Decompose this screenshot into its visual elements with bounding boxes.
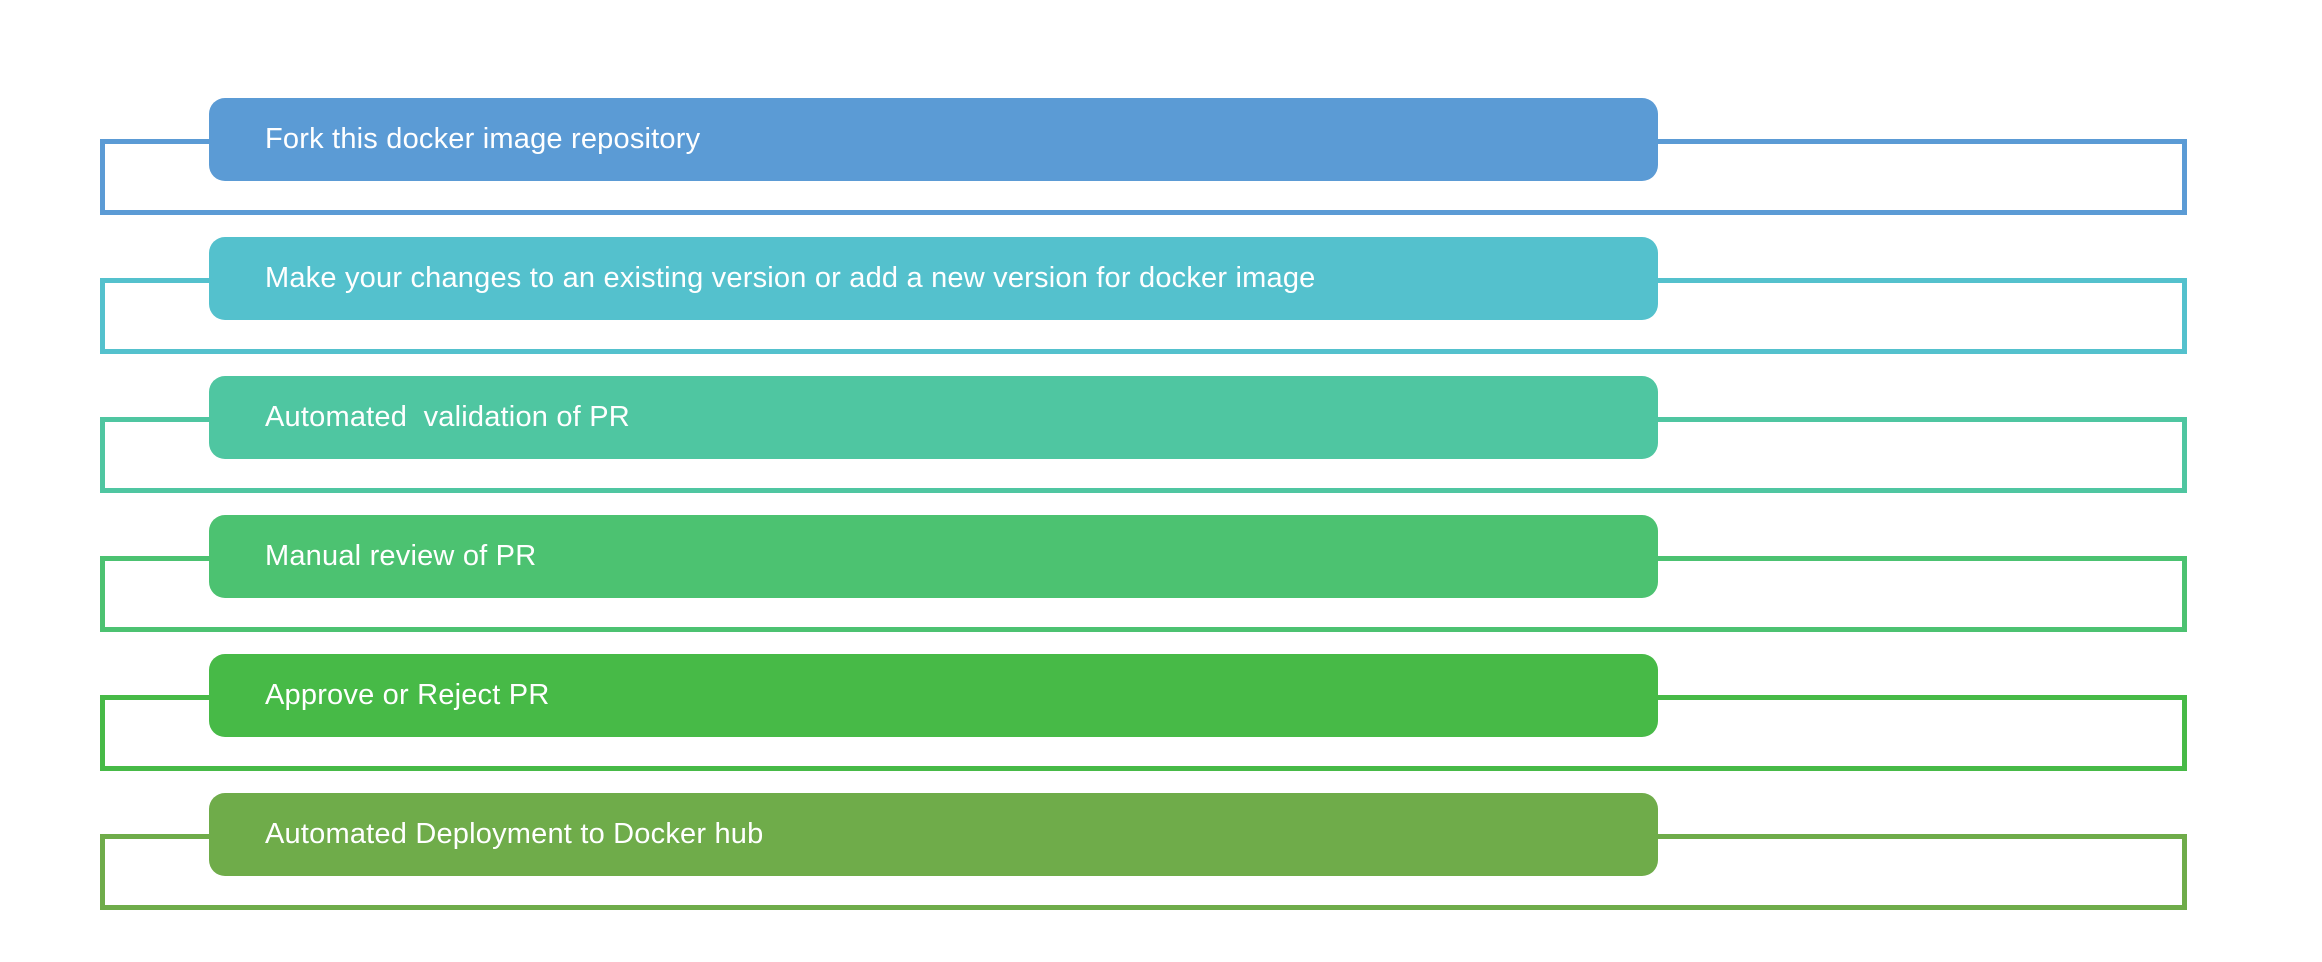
- step-bar: Make your changes to an existing version…: [209, 237, 1658, 320]
- step-bar: Automated Deployment to Docker hub: [209, 793, 1658, 876]
- process-step: Manual review of PR: [0, 515, 2322, 635]
- step-label: Automated Deployment to Docker hub: [265, 818, 764, 850]
- process-step: Approve or Reject PR: [0, 654, 2322, 774]
- step-label: Manual review of PR: [265, 540, 537, 572]
- step-label: Automated validation of PR: [265, 401, 630, 433]
- step-label: Approve or Reject PR: [265, 679, 550, 711]
- step-bar: Manual review of PR: [209, 515, 1658, 598]
- process-step: Automated Deployment to Docker hub: [0, 793, 2322, 913]
- step-label: Make your changes to an existing version…: [265, 262, 1316, 294]
- step-label: Fork this docker image repository: [265, 123, 701, 155]
- process-step: Fork this docker image repository: [0, 98, 2322, 218]
- step-bar: Fork this docker image repository: [209, 98, 1658, 181]
- step-bar: Automated validation of PR: [209, 376, 1658, 459]
- step-bar: Approve or Reject PR: [209, 654, 1658, 737]
- process-step: Make your changes to an existing version…: [0, 237, 2322, 357]
- process-step: Automated validation of PR: [0, 376, 2322, 496]
